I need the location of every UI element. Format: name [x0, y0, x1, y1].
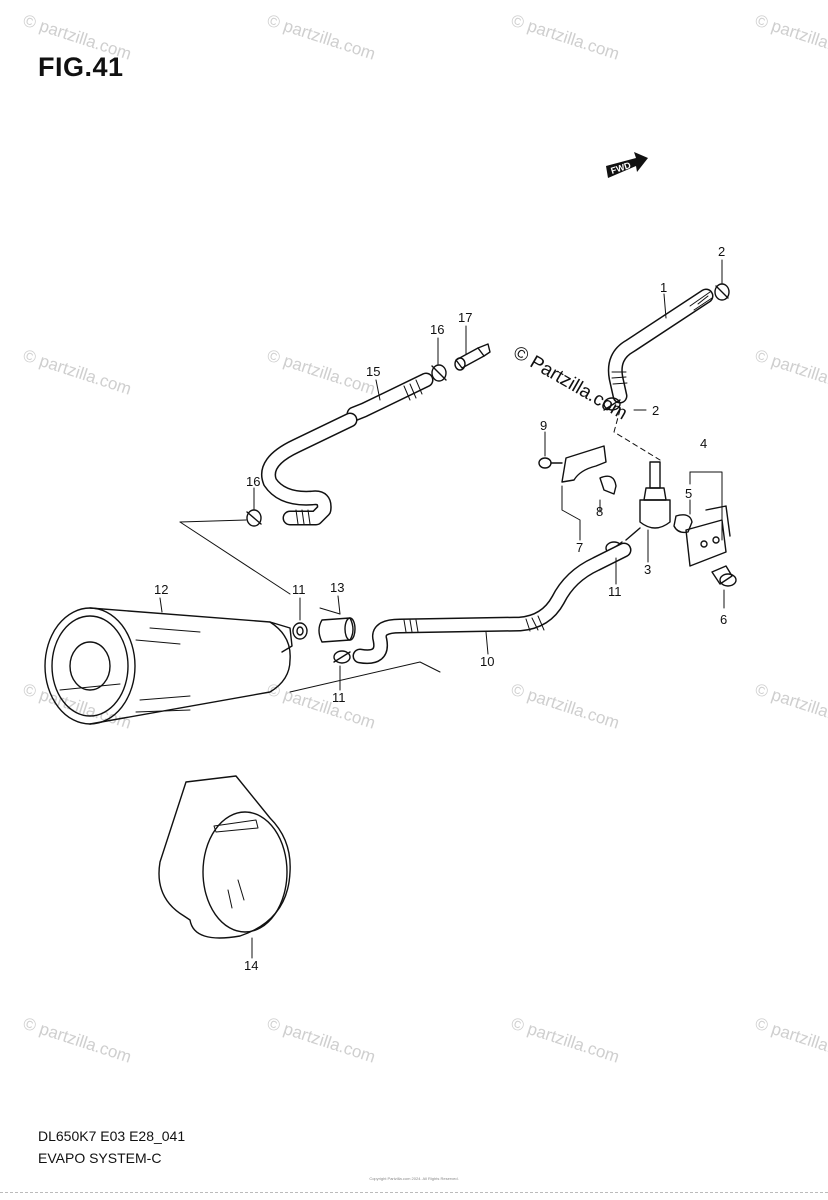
callout-11-right: 11 [608, 584, 622, 599]
watermark: © partzilla.com [753, 1014, 828, 1067]
bolt-part-9 [538, 457, 563, 469]
watermark: © partzilla.com [509, 1014, 622, 1067]
watermark: © partzilla.com [753, 680, 828, 733]
leader-dashed [613, 409, 661, 461]
clip-part-5 [673, 514, 693, 534]
clamp-part-7 [561, 445, 607, 483]
watermark: © partzilla.com [21, 680, 134, 733]
clamp-part-16-upper [431, 364, 447, 382]
connector-part-13 [318, 617, 356, 643]
fwd-label: FWD [610, 160, 633, 176]
callout-10: 10 [480, 654, 494, 669]
fitting-part-17 [454, 343, 491, 371]
callout-11-top: 11 [292, 582, 306, 597]
watermark: © partzilla.com [265, 11, 378, 64]
callout-7: 7 [576, 540, 583, 555]
clamp-part-2-top [714, 283, 730, 301]
callout-11-low: 11 [332, 690, 346, 705]
fwd-arrow-icon: FWD [606, 152, 648, 178]
clip-part-8 [599, 475, 617, 495]
watermark: © partzilla.com [509, 11, 622, 64]
callout-5: 5 [685, 486, 692, 501]
clamp-part-16-lower [246, 509, 262, 527]
callout-3: 3 [644, 562, 651, 577]
figure-name: EVAPO SYSTEM-C [38, 1150, 162, 1166]
callout-13: 13 [330, 580, 344, 595]
canister-part-12 [44, 607, 293, 725]
watermark: © partzilla.com [21, 11, 134, 64]
callout-1: 1 [660, 280, 667, 295]
callout-14: 14 [244, 958, 258, 973]
hose-part-1 [607, 288, 714, 404]
bolt-part-6 [711, 565, 737, 587]
bracket-part-4 [685, 505, 731, 567]
watermark: © partzilla.com [265, 346, 378, 399]
watermark-grid: © partzilla.com © partzilla.com © partzi… [21, 11, 828, 1067]
watermark: © partzilla.com [265, 680, 378, 733]
callout-labels: 1 2 2 3 4 5 6 7 8 9 10 11 11 11 12 13 14… [154, 244, 727, 973]
callout-16-low: 16 [246, 474, 260, 489]
bottom-divider [0, 1192, 828, 1193]
callout-4: 4 [700, 436, 707, 451]
callout-9: 9 [540, 418, 547, 433]
callout-2: 2 [718, 244, 725, 259]
watermark: © partzilla.com [265, 1014, 378, 1067]
callout-12: 12 [154, 582, 168, 597]
callout-8: 8 [596, 504, 603, 519]
hose-part-10 [352, 542, 632, 665]
copyright-text: Copyright Partzilla.com 2024. All Rights… [369, 1176, 459, 1181]
watermark: © partzilla.com [753, 346, 828, 399]
callout-17: 17 [458, 310, 472, 325]
watermark: © partzilla.com [509, 680, 622, 733]
watermark: © partzilla.com [21, 1014, 134, 1067]
clamp-part-11-upper [292, 622, 308, 640]
leader-lines [159, 259, 725, 959]
clamp-part-2-lower [603, 397, 621, 411]
watermark: © partzilla.com [21, 346, 134, 399]
watermark: © partzilla.com [753, 11, 828, 64]
hose-part-15 [261, 372, 434, 526]
callout-2b: 2 [652, 403, 659, 418]
callout-15: 15 [366, 364, 380, 379]
figure-title: FIG.41 [38, 52, 124, 82]
valve-part-3 [625, 461, 671, 541]
holder-part-14 [158, 775, 291, 939]
callout-6: 6 [720, 612, 727, 627]
callout-16-top: 16 [430, 322, 444, 337]
clamp-part-11-lower [333, 650, 351, 664]
figure-code: DL650K7 E03 E28_041 [38, 1128, 186, 1144]
